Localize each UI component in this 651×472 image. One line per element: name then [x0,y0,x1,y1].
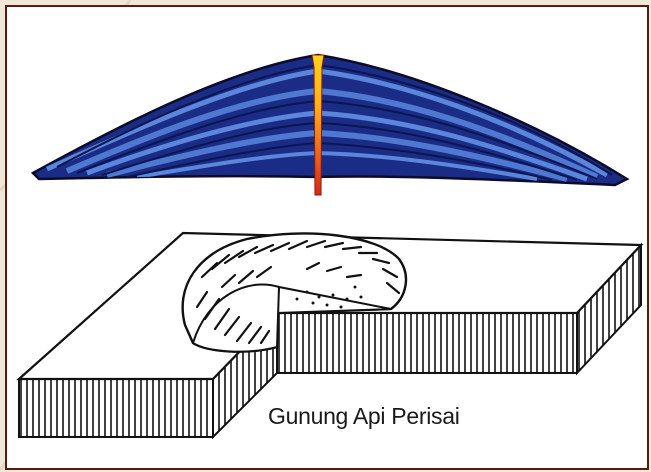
diagram-caption: Gunung Api Perisai [265,403,463,430]
block-front-face [19,379,213,437]
shield-volcano-cross-section [33,55,627,195]
diagram-canvas [7,7,647,468]
diagram-frame: Gunung Api Perisai [5,5,649,470]
block-front-face-right [277,313,577,373]
